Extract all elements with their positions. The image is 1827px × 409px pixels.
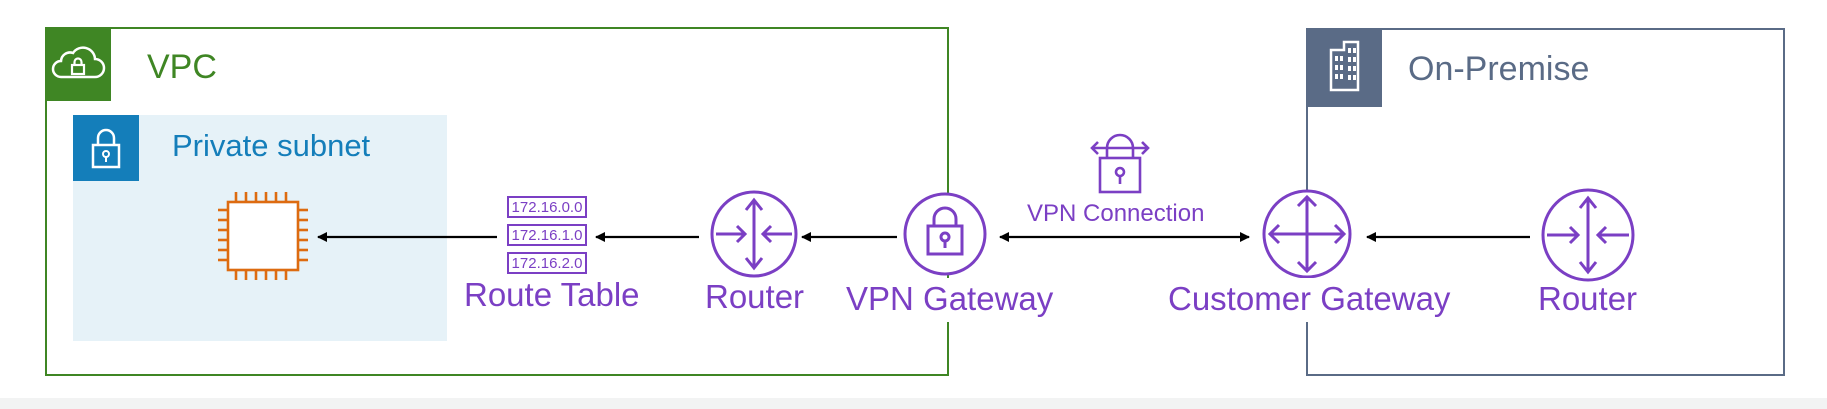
private-subnet-label: Private subnet (172, 128, 371, 163)
route-table-row: 172.16.0.0 (507, 196, 587, 218)
route-table-row: 172.16.1.0 (507, 224, 587, 246)
route-table-row: 172.16.2.0 (507, 252, 587, 274)
vpc-router-label: Router (705, 278, 805, 315)
private-subnet-tag (73, 115, 139, 181)
onprem-router-label: Router (1538, 280, 1638, 317)
padlock-icon (91, 128, 121, 169)
cloud-lock-icon (51, 46, 106, 79)
bottom-strip (0, 398, 1827, 409)
building-icon (1329, 40, 1360, 92)
vpc-label: VPC (147, 48, 217, 86)
on-premise-label: On-Premise (1408, 50, 1590, 88)
on-premise-group-tag (1306, 28, 1382, 107)
vpc-group-tag (45, 27, 111, 101)
route-table-label: Route Table (464, 276, 640, 313)
vpn-connection-label: VPN Connection (1027, 200, 1205, 227)
vpn-gateway-label-bg (842, 278, 1062, 322)
customer-gateway-label-bg (1164, 278, 1464, 322)
vpn-gateway-label: VPN Gateway (846, 280, 1054, 317)
customer-gateway-label: Customer Gateway (1168, 280, 1451, 317)
